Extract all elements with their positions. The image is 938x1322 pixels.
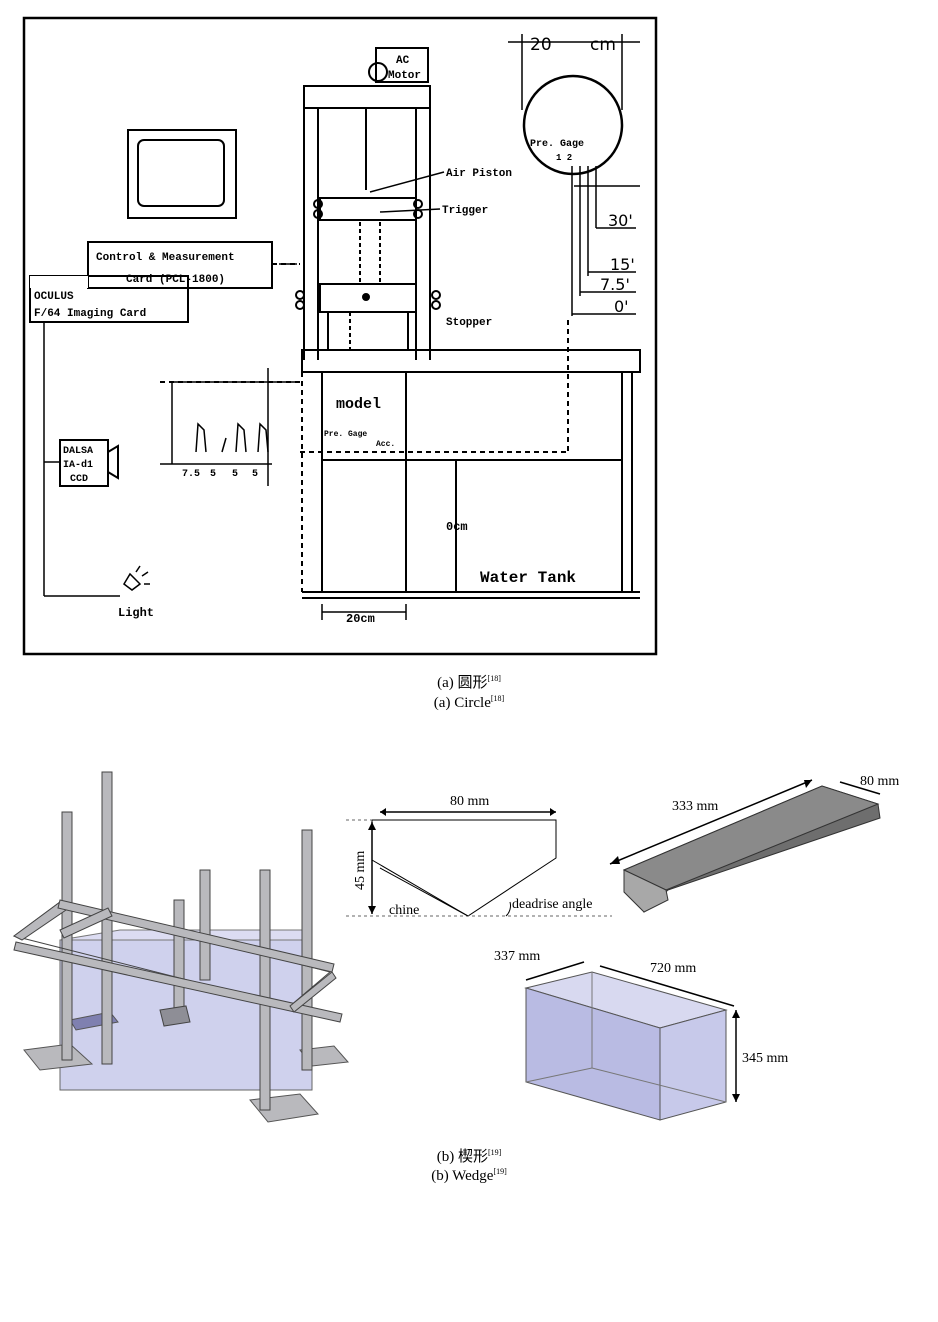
gage-numbers: 1 2: [556, 153, 572, 163]
pressure-gage-label: Pre. Gage: [530, 139, 584, 150]
height-scale: [571, 166, 640, 316]
tank-3d: 337 mm 720 mm 345 mm: [494, 949, 788, 1121]
monitor-icon: [127, 129, 237, 219]
scale-cm-label: cm: [590, 35, 616, 55]
wedge-section: 80 mm 45 mm chine deadrise angle: [346, 794, 612, 918]
caption-b-cn: (b) 楔形[19]: [436, 1148, 502, 1165]
pulse-tick-4: 5: [252, 469, 258, 480]
camera-label-2: IA-d1: [63, 459, 93, 471]
acc-label: Acc.: [376, 440, 395, 449]
width-20cm-label: 20cm: [346, 612, 375, 626]
model-label: model: [336, 396, 381, 413]
scale-20-label: 20: [530, 35, 552, 55]
light-label: Light: [118, 606, 154, 620]
pulse-tick-1: 7.5: [182, 469, 200, 480]
trigger-label: Trigger: [442, 205, 488, 217]
cylinder-model: Pre. Gage 1 2: [522, 74, 624, 176]
deadrise-label: deadrise angle: [512, 897, 592, 912]
wedge-length-label: 333 mm: [672, 799, 718, 814]
air-piston-label: Air Piston: [446, 168, 512, 180]
height-30-label: 30': [608, 211, 633, 230]
wedge-height-label: 45 mm: [353, 851, 368, 890]
height-15-label: 15': [610, 255, 635, 274]
wedge-width-label: 80 mm: [450, 794, 489, 809]
tank-length-label: 720 mm: [650, 961, 696, 976]
camera-label-3: CCD: [70, 474, 88, 485]
tank-height-label: 345 mm: [742, 1051, 788, 1066]
imaging-card-box: OCULUS F/64 Imaging Card: [29, 275, 189, 323]
light-icon: [123, 565, 150, 591]
stopper-label: Stopper: [446, 317, 492, 329]
control-card-box: Control & Measurement Card (PCL-1800): [87, 241, 273, 289]
pulse-tick-3: 5: [232, 469, 238, 480]
water-tank-label: Water Tank: [480, 569, 576, 587]
wedge-3d: 333 mm 80 mm: [609, 774, 899, 913]
ccd-camera: DALSA IA-d1 CCD: [59, 439, 119, 487]
zero-cm-label: 0cm: [446, 520, 468, 534]
caption-b-en: (b) Wedge[19]: [431, 1167, 507, 1184]
figure-a-diagram: AC Motor Air Piston Trigger Stopper 20 c…: [22, 16, 658, 656]
caption-a-cn: (a) 圆形[18]: [437, 674, 501, 691]
chine-label: chine: [389, 903, 419, 918]
drop-tower: [295, 85, 441, 360]
drop-rig-3d: [12, 771, 350, 1123]
gage-small-label: Pre. Gage: [324, 430, 367, 439]
figure-b-diagram: 80 mm 45 mm chine deadrise angle 333 mm …: [12, 771, 899, 1123]
height-7-5-label: 7.5': [600, 275, 630, 294]
tank-depth-label: 337 mm: [494, 949, 540, 964]
imaging-card-label-2: F/64 Imaging Card: [34, 308, 146, 320]
pulse-tick-2: 5: [210, 469, 216, 480]
pulse-plot: [160, 368, 300, 486]
camera-label-1: DALSA: [63, 446, 93, 457]
wedge-thickness-label: 80 mm: [860, 774, 899, 789]
control-card-label-1: Control & Measurement: [96, 252, 235, 264]
height-0-label: 0': [614, 297, 629, 316]
imaging-card-label-1: OCULUS: [34, 291, 74, 303]
ac-motor: AC Motor: [368, 47, 429, 83]
motor-label-2: Motor: [388, 70, 421, 82]
figure-a-border: [22, 16, 658, 656]
caption-a-en: (a) Circle[18]: [433, 694, 505, 711]
motor-label-1: AC: [396, 55, 410, 67]
water-tank: [160, 263, 641, 599]
top-scale: 20 cm: [508, 34, 640, 110]
